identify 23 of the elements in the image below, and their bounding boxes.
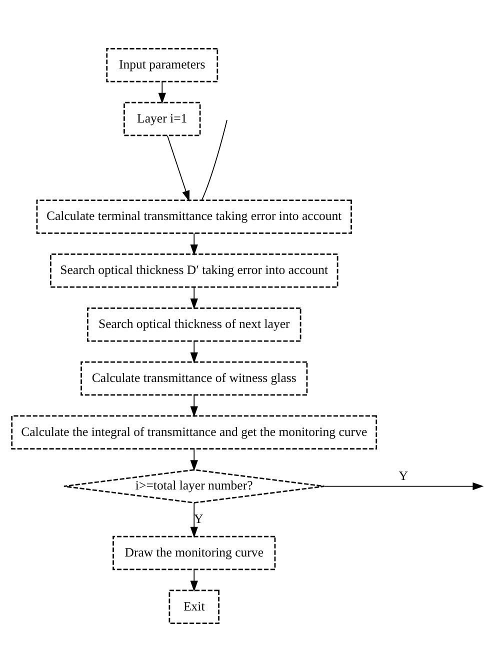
node-box: Layer i=1 [124,101,201,136]
arrow [190,286,198,309]
node-box: Exit [168,589,220,624]
node-diamond: i>=total layer number? [63,468,325,503]
arrow [166,134,190,202]
connector [201,119,228,200]
edge-label: Y [398,468,408,483]
node-box: Draw the monitoring curve [112,535,276,570]
node-box: Search optical thickness of next layer [87,306,302,342]
arrow [190,394,198,417]
arrow [324,482,484,490]
arrow [190,340,198,363]
arrow [190,502,198,538]
node-box: Calculate transmittance of witness glass [80,360,308,396]
node-box: Search optical thickness D′ taking error into account [50,253,338,288]
arrow [190,448,198,471]
node-box: Input parameters [106,47,218,82]
arrow [190,568,198,592]
arrow [158,80,166,104]
node-box: Calculate terminal transmittance taking error into account [36,199,352,234]
edge-label: Y [194,512,204,526]
node-box: Calculate the integral of transmittance and get the monitoring curve [11,414,378,450]
arrow [190,232,198,256]
